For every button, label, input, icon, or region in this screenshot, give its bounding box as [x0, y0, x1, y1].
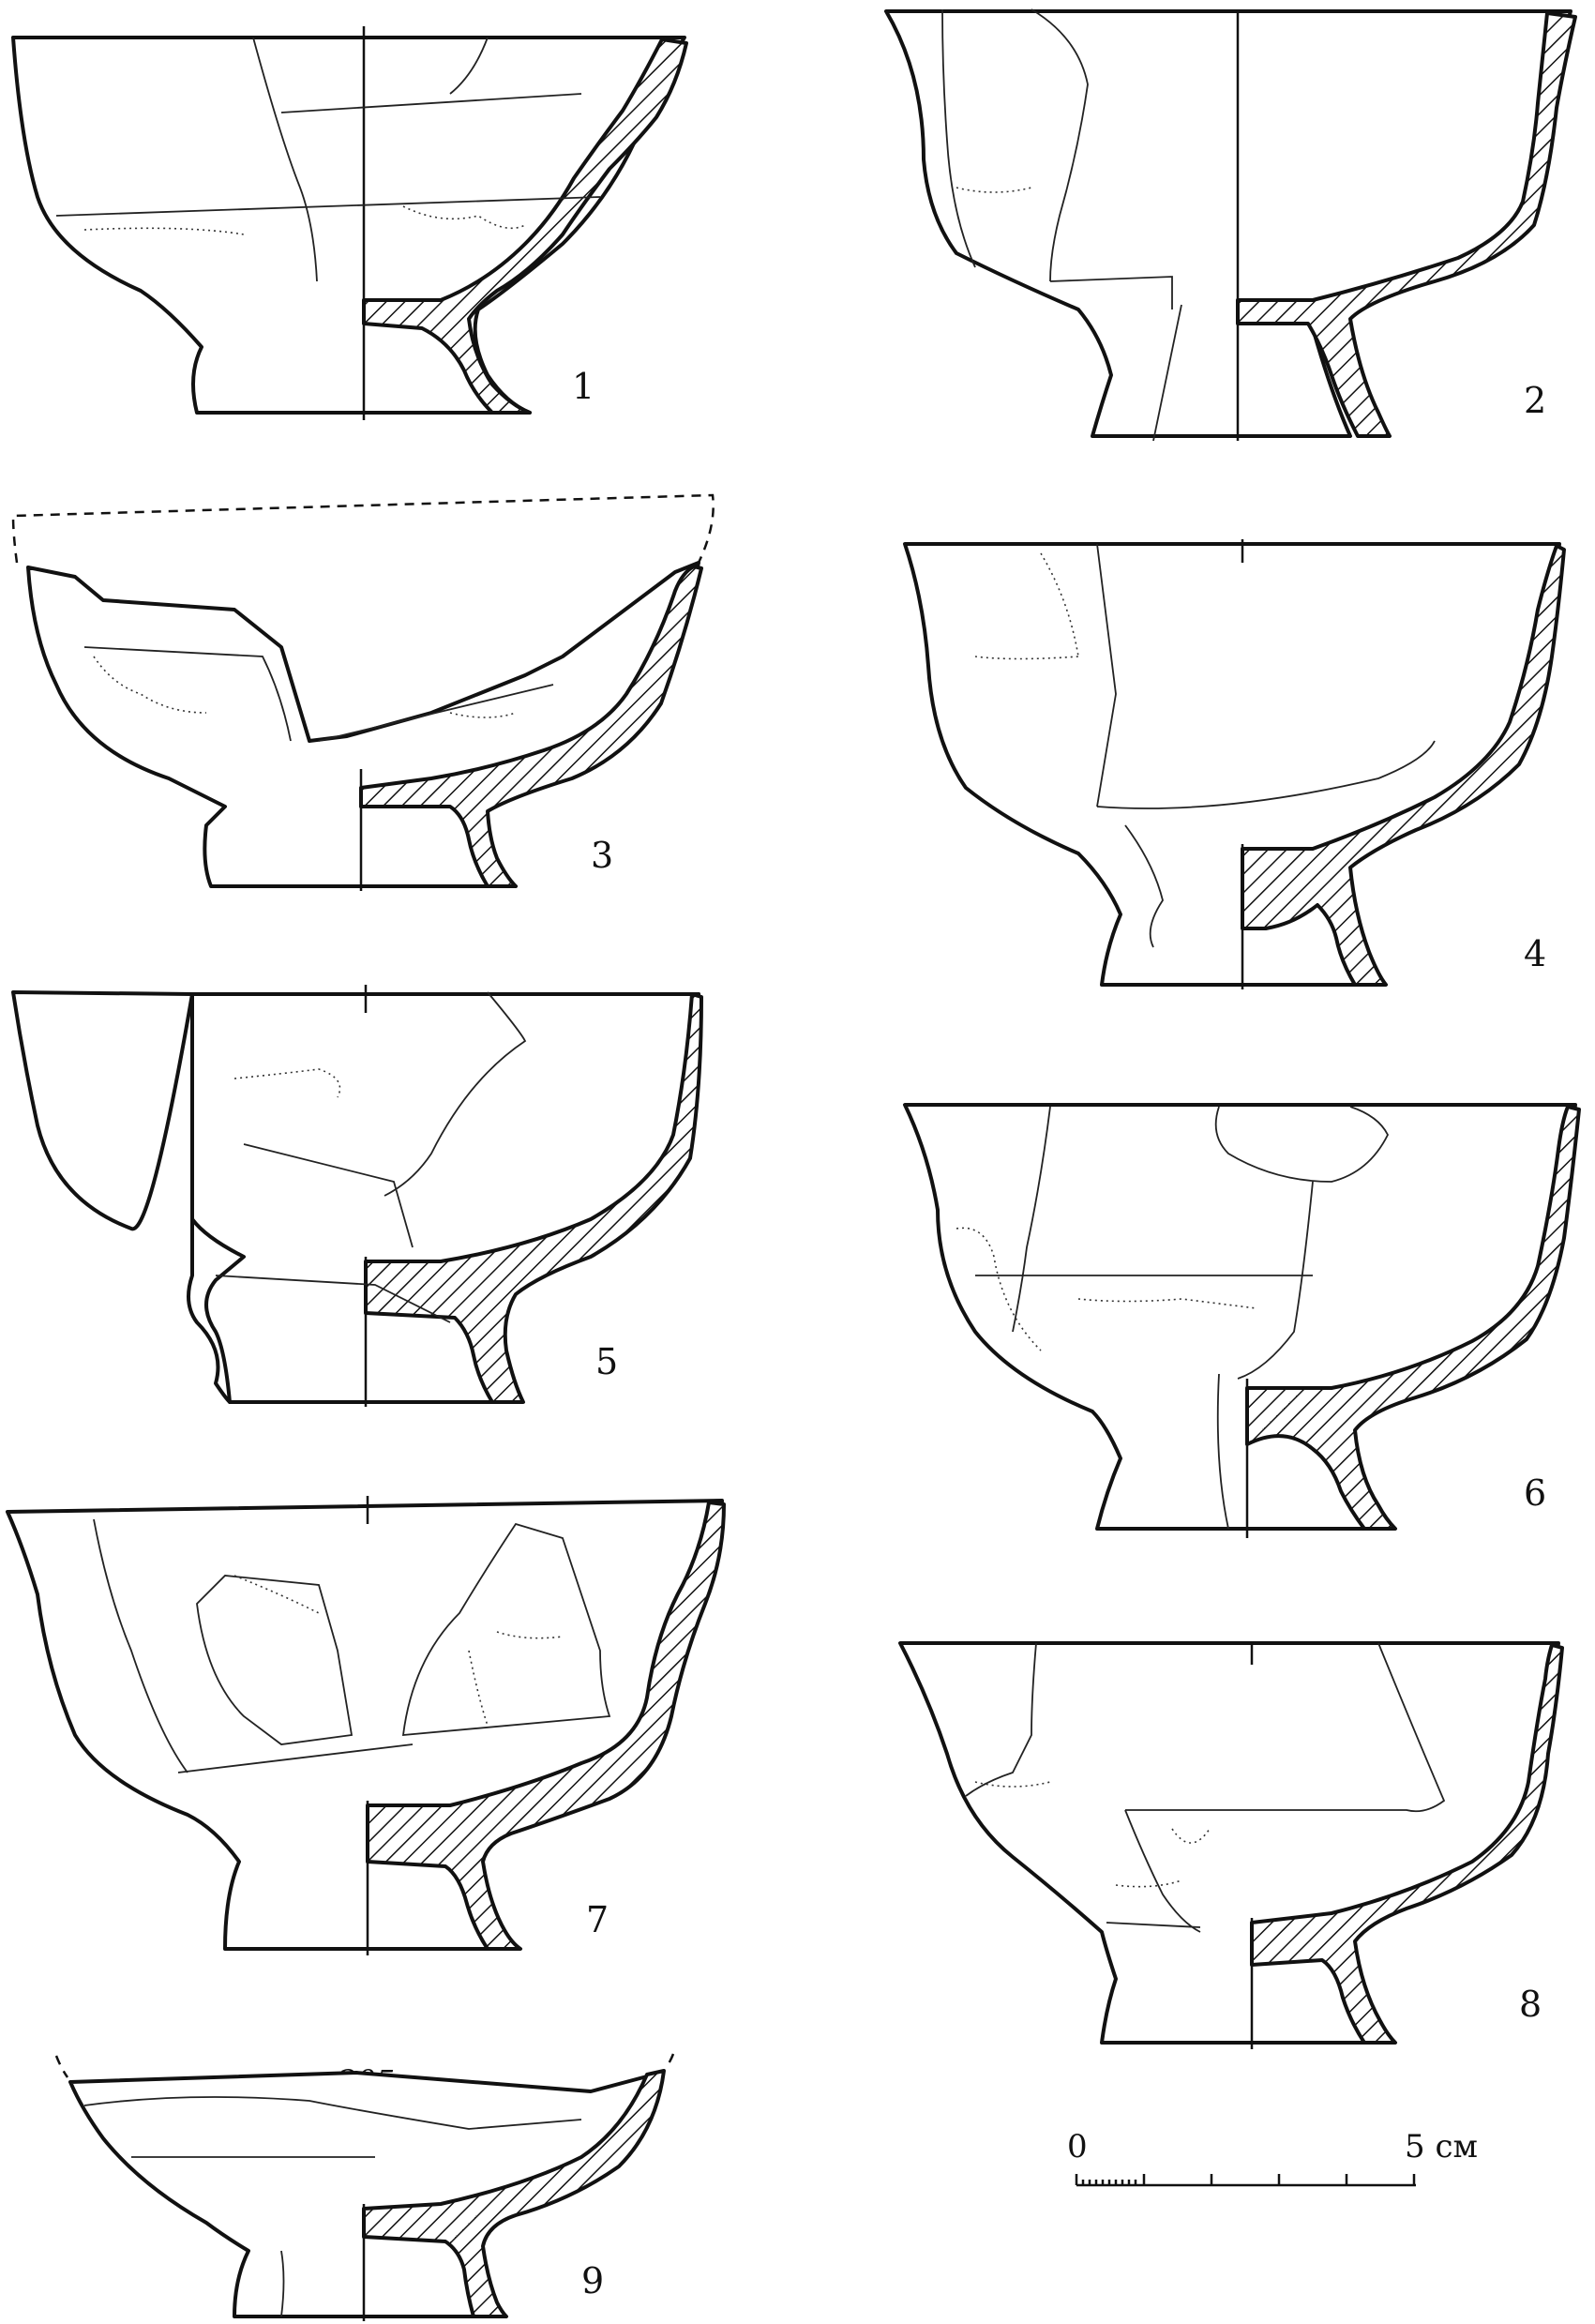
vessel-8-section: [1250, 1643, 1564, 2045]
vessel-2: 2: [884, 8, 1577, 442]
vessel-6: 6: [903, 1103, 1581, 1538]
vessel-2-profile: [884, 9, 1572, 438]
vessel-4-section: [1241, 544, 1566, 987]
vessel-8-profile: [898, 1641, 1560, 2045]
vessel-1-profile: [11, 36, 686, 415]
vessel-3-section: [359, 565, 703, 888]
vessel-5: 5: [11, 985, 703, 1407]
vessel-2-section: [1236, 11, 1577, 438]
figure-number-6: 6: [1524, 1472, 1546, 1514]
vessel-6-section: [1245, 1105, 1581, 1531]
figure-number-4: 4: [1524, 933, 1546, 974]
scale-bar-end-label: 5 см: [1405, 2128, 1478, 2166]
figure-number-9: 9: [581, 2260, 604, 2301]
vessel-5-section: [364, 992, 703, 1404]
vessel-7-profile: [6, 1499, 724, 1951]
figure-number-3: 3: [591, 835, 613, 876]
vessel-7: 7: [6, 1496, 726, 1955]
vessel-3-reconstructed-rim: [11, 493, 715, 564]
vessel-1-section: [362, 38, 688, 415]
vessel-3: 3: [11, 493, 715, 891]
scale-bar-start-label: 0: [1067, 2128, 1088, 2166]
figure-number-2: 2: [1524, 380, 1546, 421]
vessel-6-profile: [903, 1103, 1577, 1531]
vessel-9: 205 9: [54, 2053, 675, 2321]
vessel-8: 8: [898, 1641, 1564, 2049]
vessel-1-crack: [252, 37, 318, 282]
figure-number-1: 1: [572, 366, 594, 407]
figure-number-8: 8: [1519, 1984, 1542, 2025]
vessel-9-section: [362, 2069, 666, 2318]
scale-bar: 0 5 см: [1067, 2128, 1478, 2187]
figure-number-7: 7: [586, 1899, 609, 1940]
scale-bar-ticks: [1075, 2174, 1416, 2185]
vessel-4: 4: [903, 539, 1566, 989]
figure-number-5: 5: [595, 1341, 618, 1382]
vessel-7-section: [366, 1501, 726, 1951]
vessel-4-profile: [903, 542, 1561, 987]
vessel-1: 1: [11, 26, 688, 420]
